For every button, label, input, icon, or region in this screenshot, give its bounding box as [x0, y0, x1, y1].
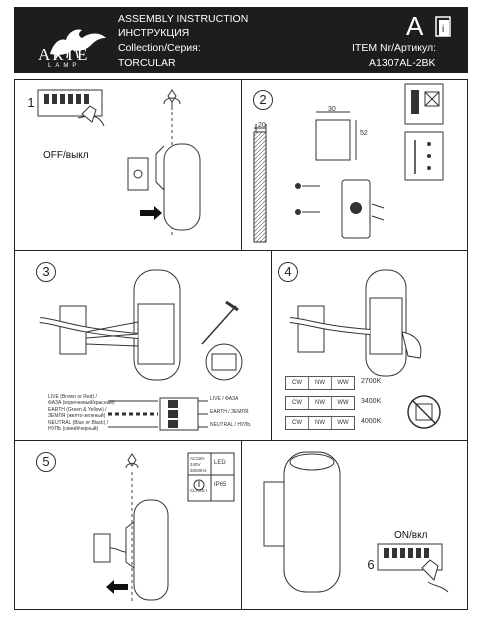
off-caption: OFF/выкл	[43, 150, 89, 161]
instruction-letter: A	[406, 11, 424, 41]
brand-wordmark: ARTE	[38, 45, 90, 64]
title-ru: ИНСТРУКЦИЯ	[118, 27, 190, 39]
header-bar: ARTE LAMP ASSEMBLY INSTRUCTION ИНСТРУКЦИ…	[14, 7, 468, 73]
cct-value: 2700K	[361, 378, 382, 385]
spec-ip: IP65	[214, 482, 227, 488]
svg-text:i: i	[442, 24, 444, 35]
spec-class: CLASS I	[190, 488, 208, 493]
live-left-label: LIVE (Brown or Red) / ФАЗА (коричневый/к…	[48, 394, 115, 406]
dim-height: 52	[360, 130, 368, 137]
collection-label: Collection/Серия:	[118, 42, 201, 54]
dim-side: 20	[258, 122, 266, 129]
terminal-block-diagram	[108, 397, 208, 431]
step-1-number: 1	[22, 94, 40, 112]
finished-lamp-illustration	[263, 451, 341, 593]
cct-value: 3400K	[361, 398, 382, 405]
manual-book-icon: i	[435, 16, 451, 37]
wiring-connection-illustration	[39, 269, 243, 381]
breaker-on-icon[interactable]	[377, 542, 454, 596]
breaker-switch-icon	[37, 89, 105, 127]
step-2-number: 2	[253, 90, 273, 110]
grid-divider	[14, 250, 468, 251]
spec-voltage: AC220-240V 50/60Hz	[190, 456, 207, 473]
spec-table	[187, 452, 235, 502]
step-6-number: 6	[362, 556, 380, 574]
grid-divider	[241, 440, 242, 610]
lamp-mount-illustration	[93, 453, 169, 602]
step-5-number: 5	[36, 452, 56, 472]
item-label: ITEM Nr/Артикул:	[352, 42, 437, 54]
neutral-right-label: NEUTRAL / НУЛЬ	[210, 422, 251, 428]
on-caption: ON/вкл	[394, 530, 428, 541]
item-value: A1307AL-2BK	[369, 57, 436, 69]
grid-divider	[241, 79, 242, 250]
step-4-number: 4	[278, 262, 298, 282]
lamp-unmount-illustration	[127, 89, 201, 236]
lamp-assembly-illustration	[289, 269, 422, 377]
griffin-logo-icon	[50, 29, 106, 59]
brand-subtitle: LAMP	[48, 63, 81, 69]
earth-left-label: EARTH (Green & Yellow) / ЗЕМЛЯ (желто-зе…	[48, 407, 107, 419]
cct-value: 4000K	[361, 418, 382, 425]
collection-value: TORCULAR	[118, 57, 176, 69]
title-en: ASSEMBLY INSTRUCTION	[118, 13, 249, 25]
grid-divider	[271, 250, 272, 440]
tools-required-icons	[404, 83, 444, 181]
step-3-number: 3	[36, 262, 56, 282]
wall-mount-illustration	[253, 111, 385, 243]
earth-right-label: EARTH / ЗЕМЛЯ	[210, 409, 249, 415]
dim-width: 30	[328, 106, 336, 113]
live-right-label: LIVE / ФАЗА	[210, 396, 239, 402]
neutral-left-label: NEUTRAL (Blue or Black) / НУЛЬ (синий/че…	[48, 420, 109, 432]
no-cover-prohibition-icon	[407, 395, 441, 429]
spec-type: LED	[214, 460, 226, 466]
